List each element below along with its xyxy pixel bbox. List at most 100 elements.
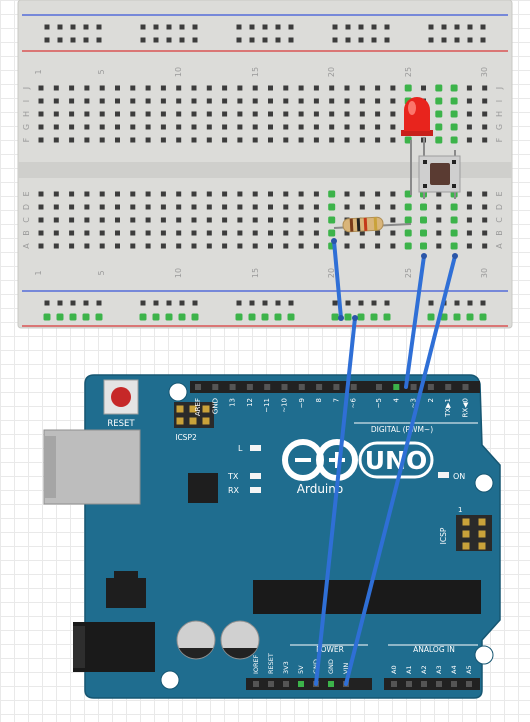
breadboard-hole [84, 243, 90, 249]
breadboard-hole [313, 191, 319, 197]
breadboard-hole [53, 98, 59, 104]
breadboard-hole [115, 191, 120, 197]
digital-pin-hole[interactable] [212, 384, 219, 390]
digital-pin-hole[interactable] [264, 384, 271, 390]
digital-pin-hole[interactable] [350, 384, 357, 390]
digital-pin-label: ~5 [375, 398, 383, 408]
breadboard-hole [435, 110, 443, 118]
breadboard-hole [359, 191, 365, 197]
breadboard-hole [436, 204, 442, 210]
digital-pin-hole[interactable] [316, 384, 323, 390]
tx-led-label: TX [227, 472, 239, 481]
breadboard-hole [482, 243, 488, 249]
breadboard-hole [420, 229, 427, 237]
analog-pin-hole[interactable] [421, 681, 427, 687]
rail-hole [467, 300, 473, 306]
rail-hole [249, 300, 255, 306]
push-button[interactable] [418, 150, 461, 199]
breadboard-hole [160, 217, 166, 223]
rail-hole [371, 300, 377, 306]
rail-hole [262, 37, 268, 43]
breadboard-hole [145, 191, 151, 197]
analog-pin-label: A2 [420, 665, 428, 674]
analog-pin-hole[interactable] [391, 681, 397, 687]
breadboard-hole [53, 204, 59, 210]
digital-pin-hole[interactable] [410, 384, 417, 390]
terminal-holes [38, 84, 488, 250]
rail-hole [467, 37, 473, 43]
breadboard-hole [176, 191, 182, 197]
breadboard-hole [482, 230, 488, 236]
digital-pin-hole[interactable] [427, 384, 434, 390]
rail-hole [249, 37, 255, 43]
breadboard-hole [160, 230, 166, 236]
breadboard-hole [130, 85, 136, 91]
header-pin [478, 542, 486, 550]
digital-pin-hole[interactable] [445, 384, 452, 390]
wire-resistor-to-gnd-rail[interactable] [332, 239, 343, 320]
digital-pin-hole[interactable] [462, 384, 469, 390]
power-pin-hole[interactable] [268, 681, 274, 687]
breadboard-hole [84, 111, 90, 117]
breadboard-hole [390, 85, 396, 91]
breadboard-hole [99, 124, 105, 130]
power-pin-label: GND [327, 659, 335, 674]
digital-pin-hole[interactable] [246, 384, 253, 390]
col-num-bottom-10: 10 [174, 268, 183, 278]
digital-pin-hole[interactable] [298, 384, 305, 390]
digital-pin-hole[interactable] [281, 384, 288, 390]
digital-pin-hole[interactable] [229, 384, 236, 390]
rail-hole [454, 37, 460, 43]
row-letter-left-h: H [22, 111, 31, 117]
breadboard-hole [191, 137, 197, 143]
power-pin-hole[interactable] [298, 681, 304, 687]
digital-pin-hole[interactable] [195, 384, 201, 390]
breadboard-hole [84, 217, 90, 223]
header-pin [462, 530, 470, 538]
rail-hole [288, 24, 294, 30]
analog-pin-hole[interactable] [406, 681, 412, 687]
power-pin-hole[interactable] [253, 681, 259, 687]
breadboard-hole [298, 191, 304, 197]
reset-button[interactable] [111, 387, 131, 407]
col-num-top-25: 25 [404, 67, 413, 77]
analog-pin-label: A5 [465, 665, 473, 674]
rail-hole [192, 24, 198, 30]
analog-pin-hole[interactable] [436, 681, 442, 687]
breadboard-hole [237, 98, 243, 104]
rail-hole [95, 313, 103, 321]
col-num-top-1: 1 [34, 69, 43, 74]
analog-pin-hole[interactable] [451, 681, 457, 687]
digital-pin-hole[interactable] [376, 384, 382, 390]
breadboard-hole [130, 98, 136, 104]
power-pin-hole[interactable] [283, 681, 289, 687]
breadboard-hole [359, 85, 365, 91]
rail-hole [191, 313, 199, 321]
breadboard-hole [283, 243, 289, 249]
breadboard-hole [283, 191, 289, 197]
uno-text: UNO [365, 446, 427, 475]
breadboard-hole [222, 85, 228, 91]
reset-label: RESET [107, 419, 135, 429]
breadboard-hole [375, 111, 381, 117]
row-letter-right-g: G [495, 124, 504, 130]
analog-pin-hole[interactable] [466, 681, 472, 687]
rail-hole [467, 24, 473, 30]
rail-hole [331, 313, 339, 321]
breadboard-hole [206, 217, 212, 223]
wire-gnd-rail-to-gnd-pin[interactable] [314, 316, 357, 686]
col-num-bottom-30: 30 [480, 268, 489, 278]
breadboard-hole [404, 84, 412, 92]
wire-button-to-5v[interactable] [344, 254, 457, 686]
analog-header[interactable] [384, 678, 480, 690]
breadboard-hole [313, 111, 319, 117]
breadboard-hole [268, 191, 273, 197]
digital-pin-hole[interactable] [393, 384, 400, 390]
digital-pin-hole[interactable] [333, 384, 340, 390]
wire-button-to-pin-4[interactable] [404, 254, 426, 389]
power-pin-hole[interactable] [328, 681, 334, 687]
rail-hole [384, 24, 390, 30]
rail-hole [69, 313, 77, 321]
led[interactable] [401, 97, 433, 195]
power-header[interactable] [246, 678, 372, 690]
